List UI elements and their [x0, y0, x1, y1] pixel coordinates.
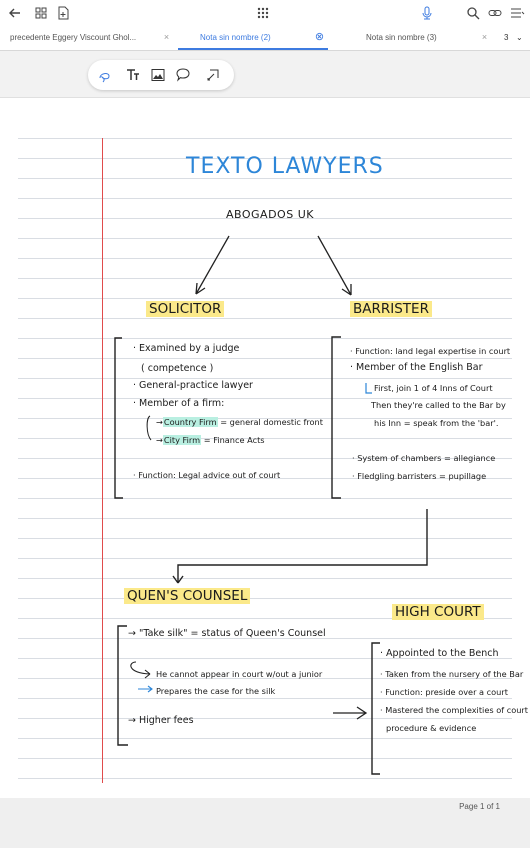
note-page[interactable]: TEXTO LAWYERS ABOGADOS UK SOLICITOR BARR… — [0, 98, 530, 798]
tool-palette — [88, 60, 234, 90]
tab-label: Nota sin nombre (2) — [200, 33, 271, 42]
page-counter: Page 1 of 1 — [459, 802, 500, 811]
tab-count[interactable]: 3 — [504, 33, 509, 42]
queens-counsel-line: → Higher fees — [128, 715, 194, 726]
high-court-line: · Mastered the complexities of court — [380, 705, 528, 715]
ruled-line — [18, 238, 512, 239]
ruled-line — [18, 138, 512, 139]
barrister-line: · Fledgling barristers = pupillage — [352, 471, 487, 481]
note-title: TEXTO LAWYERS — [186, 154, 384, 179]
ruled-line — [18, 318, 512, 319]
link-icon[interactable] — [486, 4, 504, 22]
ruled-line — [18, 738, 512, 739]
high-court-line: procedure & evidence — [386, 723, 477, 733]
solicitor-heading: SOLICITOR — [146, 301, 225, 317]
ruled-line — [18, 378, 512, 379]
ruled-line — [18, 418, 512, 419]
ruled-line — [18, 278, 512, 279]
text-icon[interactable] — [124, 66, 142, 84]
tab-close-icon[interactable]: × — [481, 32, 488, 42]
grid-view-icon[interactable] — [32, 4, 50, 22]
ruled-line — [18, 218, 512, 219]
ruled-line — [18, 358, 512, 359]
page-footer: Page 1 of 1 — [0, 798, 530, 820]
ruled-line — [18, 258, 512, 259]
ruled-line — [18, 578, 512, 579]
ruled-line — [18, 438, 512, 439]
queens-counsel-line: He cannot appear in court w/out a junior — [156, 669, 323, 679]
ruled-line — [18, 658, 512, 659]
tool-area — [0, 51, 530, 98]
ruled-line — [18, 758, 512, 759]
ruled-line — [18, 478, 512, 479]
ruled-line — [18, 498, 512, 499]
comment-icon[interactable] — [174, 66, 192, 84]
barrister-heading: BARRISTER — [350, 301, 432, 317]
search-icon[interactable] — [464, 4, 482, 22]
tab-close-icon[interactable]: × — [163, 32, 170, 42]
barrister-line: First, join 1 of 4 Inns of Court — [374, 383, 493, 393]
solicitor-line: · General-practice lawyer — [133, 380, 253, 391]
tab-close-icon[interactable]: ⊗ — [314, 31, 325, 43]
tab-label: Nota sin nombre (3) — [366, 33, 437, 42]
active-tab-indicator — [178, 48, 328, 50]
tab-label: precedente Eggery Viscount Ghol... — [10, 33, 137, 42]
ruled-line — [18, 598, 512, 599]
ruled-line — [18, 718, 512, 719]
high-court-heading: HIGH COURT — [392, 604, 484, 620]
barrister-line: Then they're called to the Bar by — [371, 400, 506, 410]
ruled-line — [18, 198, 512, 199]
solicitor-line: · Function: Legal advice out of court — [133, 470, 281, 480]
ruled-line — [18, 398, 512, 399]
tab-precedente[interactable]: precedente Eggery Viscount Ghol... — [10, 26, 158, 50]
high-court-line: · Appointed to the Bench — [380, 648, 499, 659]
queens-counsel-line: → "Take silk" = status of Queen's Counse… — [128, 628, 326, 639]
lasso-icon[interactable] — [96, 66, 114, 84]
high-court-line: · Taken from the nursery of the Bar — [380, 669, 524, 679]
solicitor-line: · Examined by a judge — [133, 343, 240, 354]
queens-counsel-text: Higher fees — [138, 715, 194, 726]
ruled-line — [18, 458, 512, 459]
microphone-icon[interactable] — [418, 4, 436, 22]
add-page-icon[interactable] — [54, 4, 72, 22]
queens-counsel-line: Prepares the case for the silk — [156, 686, 276, 696]
queens-counsel-text: "Take silk" = status of Queen's Counsel — [138, 628, 326, 639]
barrister-line: his Inn = speak from the 'bar'. — [374, 418, 499, 428]
ruled-line — [18, 518, 512, 519]
solicitor-line: →City Firm = Finance Acts — [156, 435, 265, 445]
apps-grid-icon[interactable] — [254, 4, 272, 22]
image-icon[interactable] — [149, 66, 167, 84]
solicitor-line: →Country Firm = general domestic front — [156, 417, 323, 427]
ruled-line — [18, 178, 512, 179]
queens-counsel-heading: QUEN'S COUNSEL — [124, 588, 251, 604]
ruled-line — [18, 638, 512, 639]
ruled-line — [18, 538, 512, 539]
solicitor-line: · Member of a firm: — [133, 398, 225, 409]
barrister-line: · System of chambers = allegiance — [352, 453, 496, 463]
ruled-line — [18, 338, 512, 339]
ruled-line — [18, 678, 512, 679]
high-court-line: · Function: preside over a court — [380, 687, 508, 697]
handwritten-strokes — [114, 235, 428, 775]
barrister-line: · Member of the English Bar — [350, 362, 483, 373]
ruled-line — [18, 298, 512, 299]
ruled-line — [18, 158, 512, 159]
margin-line — [102, 138, 103, 783]
resize-icon[interactable] — [204, 66, 222, 84]
ruled-line — [18, 618, 512, 619]
tab-nota-3[interactable]: Nota sin nombre (3) — [366, 26, 466, 50]
top-toolbar — [0, 0, 530, 26]
note-subtitle: ABOGADOS UK — [226, 208, 314, 221]
chevron-down-icon[interactable]: ⌄ — [516, 33, 523, 42]
tab-bar: precedente Eggery Viscount Ghol... × Not… — [0, 26, 530, 51]
back-arrow-icon[interactable] — [6, 4, 24, 22]
tab-nota-2[interactable]: Nota sin nombre (2) — [200, 26, 310, 50]
ruled-line — [18, 778, 512, 779]
ruled-line — [18, 558, 512, 559]
solicitor-line: ( competence ) — [141, 363, 214, 374]
barrister-line: · Function: land legal expertise in cour… — [350, 346, 511, 356]
ruled-line — [18, 698, 512, 699]
menu-icon[interactable] — [508, 4, 526, 22]
